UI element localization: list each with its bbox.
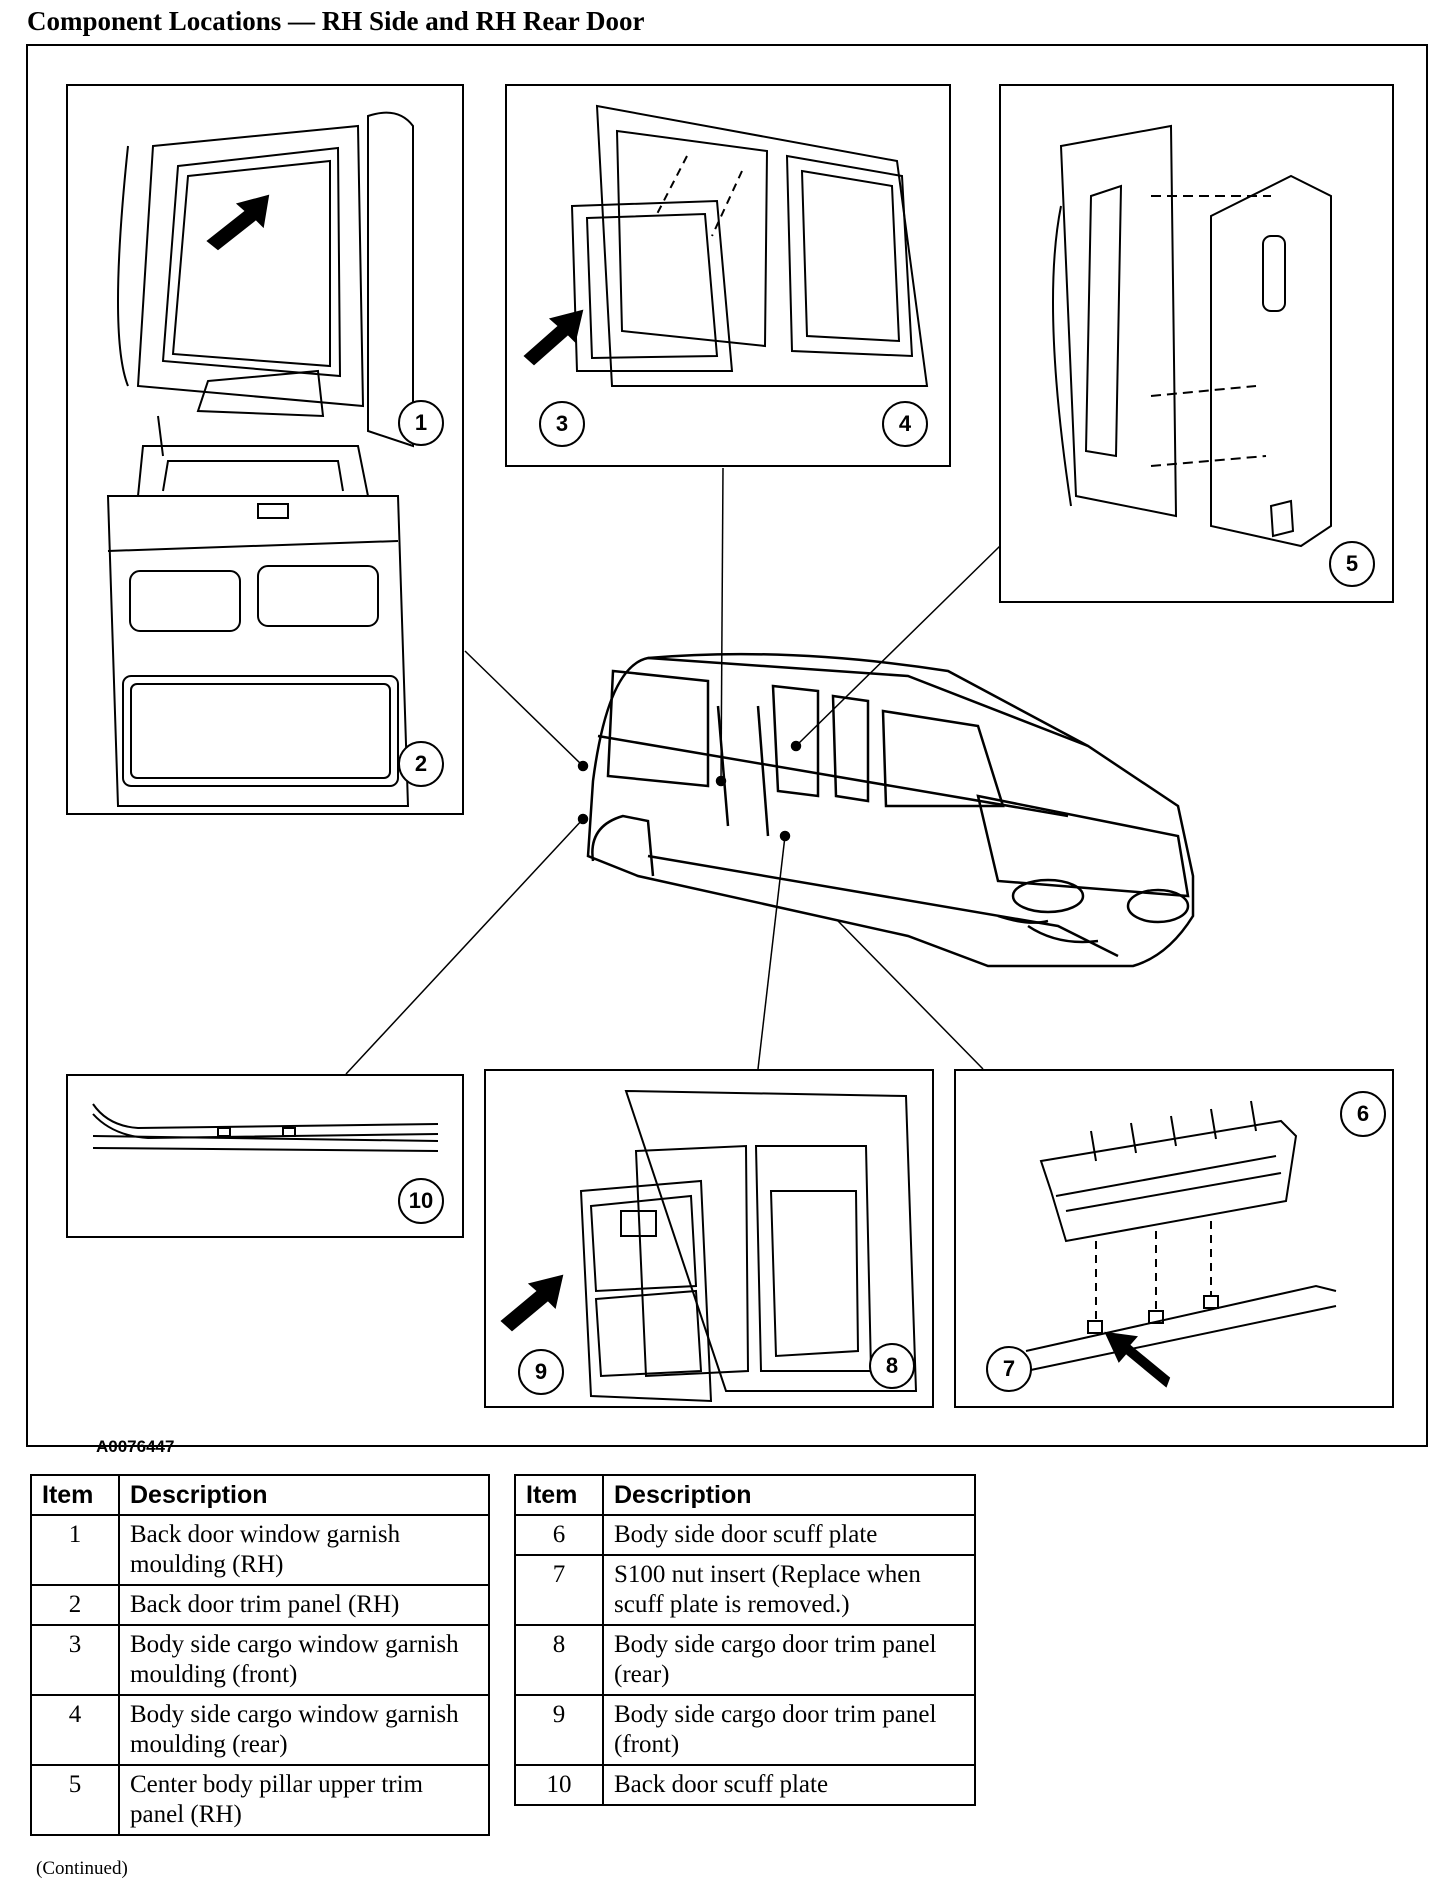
item-description: Body side cargo window garnish moulding …: [118, 1694, 490, 1766]
callout-6: 6: [1340, 1091, 1386, 1137]
panel-cargo-window-garnish: 3 4: [505, 84, 951, 467]
item-number: 2: [30, 1584, 120, 1626]
item-description: Back door window garnish moulding (RH): [118, 1514, 490, 1586]
cargo-window-illustration: [523, 104, 929, 387]
body-side-scuff-plate-illustration: [1025, 1100, 1337, 1388]
item-number: 1: [30, 1514, 120, 1586]
callout-10: 10: [398, 1178, 444, 1224]
item-number: 9: [514, 1694, 604, 1766]
page-title: Component Locations — RH Side and RH Rea…: [27, 6, 645, 36]
callout-7: 7: [986, 1346, 1032, 1392]
callout-3: 3: [539, 401, 585, 447]
item-number: 4: [30, 1694, 120, 1766]
item-number: 7: [514, 1554, 604, 1626]
legend-header-row: Item Description: [514, 1474, 976, 1516]
item-description: Back door trim panel (RH): [118, 1584, 490, 1626]
panel-center-pillar-trim: 5: [999, 84, 1394, 603]
continued-note: (Continued): [36, 1858, 128, 1879]
item-description: Body side cargo door trim panel (front): [602, 1694, 976, 1766]
column-header-item: Item: [30, 1474, 120, 1516]
item-number: 5: [30, 1764, 120, 1836]
item-description: Body side door scuff plate: [602, 1514, 976, 1556]
panel-body-side-scuff-plate: 6 7: [954, 1069, 1394, 1408]
item-description: Back door scuff plate: [602, 1764, 976, 1806]
callout-2: 2: [398, 741, 444, 787]
item-description: Body side cargo door trim panel (rear): [602, 1624, 976, 1696]
column-header-description: Description: [118, 1474, 490, 1516]
item-description: S100 nut insert (Replace when scuff plat…: [602, 1554, 976, 1626]
callout-5: 5: [1329, 541, 1375, 587]
cargo-door-trim-illustration: [500, 1089, 918, 1403]
component-diagram: 1 2 3 4 5: [26, 44, 1428, 1456]
callout-1: 1: [398, 400, 444, 446]
callout-4: 4: [882, 401, 928, 447]
panel-back-door: 1 2: [66, 84, 464, 815]
callout-9: 9: [518, 1349, 564, 1395]
item-number: 6: [514, 1514, 604, 1556]
item-number: 8: [514, 1624, 604, 1696]
item-description: Body side cargo window garnish moulding …: [118, 1624, 490, 1696]
back-door-scuff-plate-illustration: [92, 1103, 439, 1152]
panel-back-door-scuff-plate: 10: [66, 1074, 464, 1238]
column-header-description: Description: [602, 1474, 976, 1516]
panel-cargo-door-trim: 9 8: [484, 1069, 934, 1408]
item-number: 3: [30, 1624, 120, 1696]
center-pillar-illustration: [1052, 124, 1332, 548]
callout-8: 8: [869, 1343, 915, 1389]
back-door-illustration: [106, 111, 414, 807]
figure-id: A0076447: [96, 1437, 175, 1456]
column-header-item: Item: [514, 1474, 604, 1516]
item-description: Center body pillar upper trim panel (RH): [118, 1764, 490, 1836]
legend-header-row: Item Description: [30, 1474, 490, 1516]
item-number: 10: [514, 1764, 604, 1806]
